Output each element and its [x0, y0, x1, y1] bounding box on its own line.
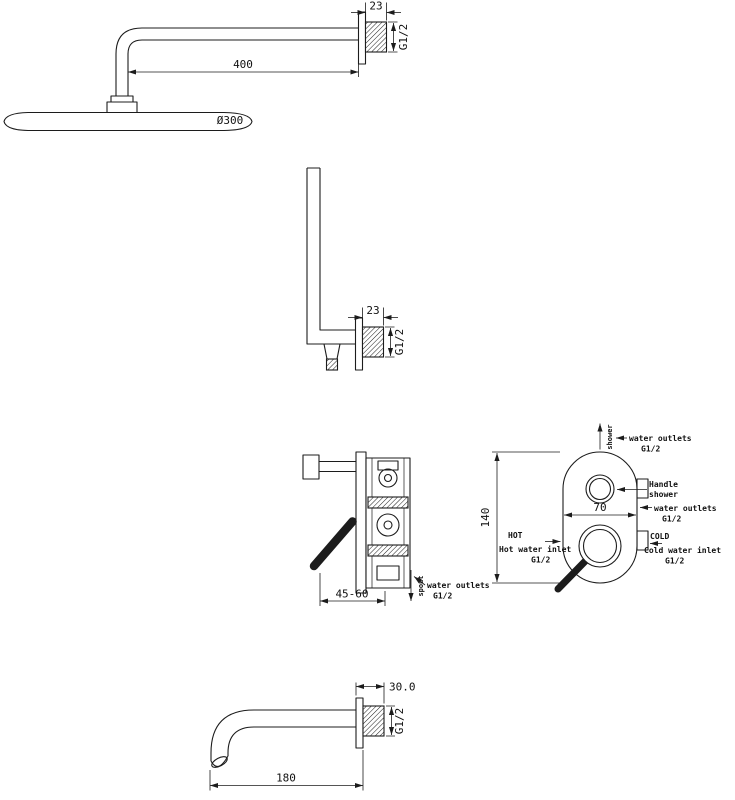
dim-ext-thread — [388, 21, 398, 53]
diverter-knob-inner — [588, 477, 612, 501]
valve-hatch-upper — [367, 496, 409, 509]
wall-thread-block — [362, 705, 385, 737]
spout-tube — [210, 709, 356, 761]
flow-label-top: shower — [606, 424, 614, 449]
label-hot-thread: G1/2 — [531, 556, 550, 565]
flow-label-bottom: spout — [417, 575, 425, 596]
wall-flange — [355, 697, 364, 749]
valve-faceplate-side — [355, 451, 367, 594]
valve-lower-cartridge-center — [383, 520, 393, 530]
hose-outlet-cone — [323, 343, 341, 360]
temperature-knob-front — [578, 524, 622, 568]
dim-text-height: 140 — [479, 508, 492, 528]
label-handle-2: shower — [649, 490, 678, 499]
label-handle: Handle — [649, 480, 678, 489]
label-outlet-bottom-thread: G1/2 — [433, 592, 452, 601]
valve-body — [365, 457, 411, 589]
wall-flange — [354, 317, 364, 371]
overhead-shower-view: 23 G1/2 400 Ø300 — [3, 0, 410, 132]
label-cold-inlet: Cold water inlet — [644, 545, 721, 555]
valve-upper-cartridge-center — [383, 473, 393, 483]
dim-text-400: 400 — [233, 58, 253, 71]
diverter-knob-front — [585, 474, 615, 504]
dim-text-length: 180 — [276, 772, 296, 785]
shower-arm — [115, 27, 359, 96]
label-outlet-top-thread: G1/2 — [641, 445, 660, 454]
dim-text-23: 23 — [369, 0, 382, 13]
label-outlet-right: water outlets — [654, 504, 717, 513]
thread-text: G1/2 — [393, 329, 406, 356]
valve-top-port — [377, 460, 399, 471]
label-outlet-top: water outlets — [629, 434, 692, 443]
arm-joint-lower — [106, 101, 138, 114]
leader-outlet-bottom — [413, 576, 426, 586]
label-cold-tag: COLD — [650, 532, 669, 541]
bath-spout-view: 30.0 G1/2 180 — [209, 681, 416, 791]
spout-opening — [211, 756, 228, 768]
label-hot-inlet: Hot water inlet — [499, 544, 571, 554]
mixer-lever-side — [309, 517, 357, 571]
outlet-lug-upper — [636, 478, 649, 499]
wall-thread-block — [364, 21, 388, 53]
dim-ext-thread — [386, 705, 395, 737]
shower-head-disc — [3, 111, 253, 132]
dim-text-23: 23 — [366, 304, 379, 317]
arm-joint-upper — [110, 95, 134, 103]
diverter-knob-stem — [319, 460, 356, 473]
thread-text: G1/2 — [397, 24, 410, 51]
mixer-valve-view: 45-60 spout water outlets G1/2 140 70 sh… — [302, 423, 721, 606]
valve-lower-cartridge — [376, 513, 400, 537]
dim-text-depth: 45-60 — [335, 588, 368, 601]
label-outlet-right-thread: G1/2 — [662, 515, 681, 524]
valve-hatch-lower — [367, 544, 409, 557]
hose-outlet-nut — [325, 358, 339, 371]
dim-text-plate: 30.0 — [389, 681, 416, 694]
label-cold-thread: G1/2 — [665, 557, 684, 566]
temperature-knob-inner — [582, 528, 618, 564]
dim-ext-height — [492, 451, 560, 584]
wall-flange — [357, 11, 367, 65]
diverter-knob-side — [302, 454, 320, 480]
dim-ext-thread — [385, 326, 395, 358]
valve-upper-cartridge — [378, 468, 398, 488]
hand-shower-arm-view: 23 G1/2 — [306, 167, 406, 371]
valve-bottom-port — [376, 565, 400, 581]
thread-text: G1/2 — [393, 708, 406, 735]
dim-text-diameter: Ø300 — [217, 114, 244, 127]
wall-thread-block — [361, 326, 385, 358]
label-hot-tag: HOT — [508, 531, 523, 540]
valve-body-section-lines — [371, 458, 405, 588]
dim-text-width: 70 — [593, 501, 606, 514]
label-outlet-bottom: water outlets — [427, 581, 490, 590]
